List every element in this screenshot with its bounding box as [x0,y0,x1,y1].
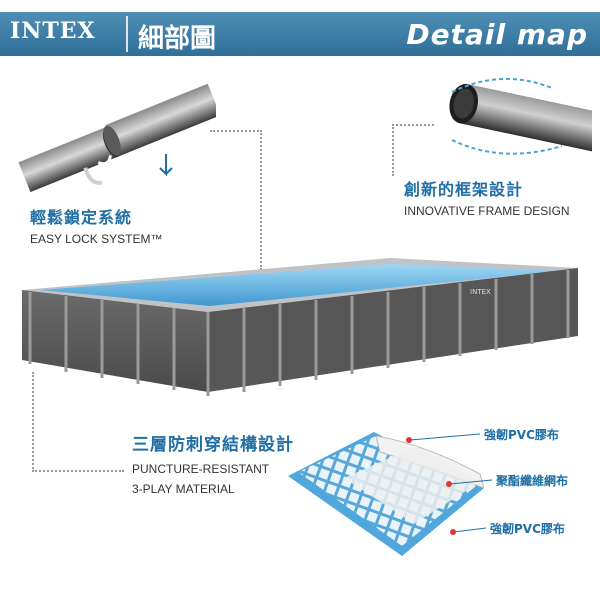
header-divider [126,16,128,52]
easy-lock-title-en: EASY LOCK SYSTEM™ [30,232,163,246]
easy-lock-title-zh: 輕鬆鎖定系統 [30,208,133,227]
layer-label-top: 強韌PVC膠布 [484,428,559,442]
material-layers-illustration [288,432,484,556]
frame-title-en: INNOVATIVE FRAME DESIGN [404,204,570,218]
layer-marker-bottom [450,529,456,535]
easy-lock-illustration [18,83,216,192]
header-bar: INTEX 細部圖 Detail map [0,12,600,56]
frame-pipe-illustration [449,77,592,155]
layer-label-bottom: 強韌PVC膠布 [490,522,565,536]
arrow-down-icon [159,154,173,177]
pool-brand-label: INTEX [470,288,491,296]
header: INTEX 細部圖 Detail map [0,0,600,70]
layer-marker-middle [446,481,452,487]
layer-label-middle: 聚酯纖維網布 [496,474,569,488]
page-title: 細部圖 [138,24,217,54]
detail-map-label: Detail map [406,18,588,51]
layer-marker-top [406,437,412,443]
connector-easy-lock [210,130,262,270]
frame-title-zh: 創新的框架設計 [404,180,524,199]
material-title-en-1: PUNCTURE-RESISTANT [132,462,270,476]
intex-logo: INTEX [10,18,96,44]
material-title-zh: 三層防刺穿結構設計 [132,435,294,455]
material-title-en-2: 3-PLAY MATERIAL [132,482,235,496]
connector-frame [392,124,434,176]
connector-material [32,372,124,472]
pool-illustration: INTEX [22,258,578,396]
